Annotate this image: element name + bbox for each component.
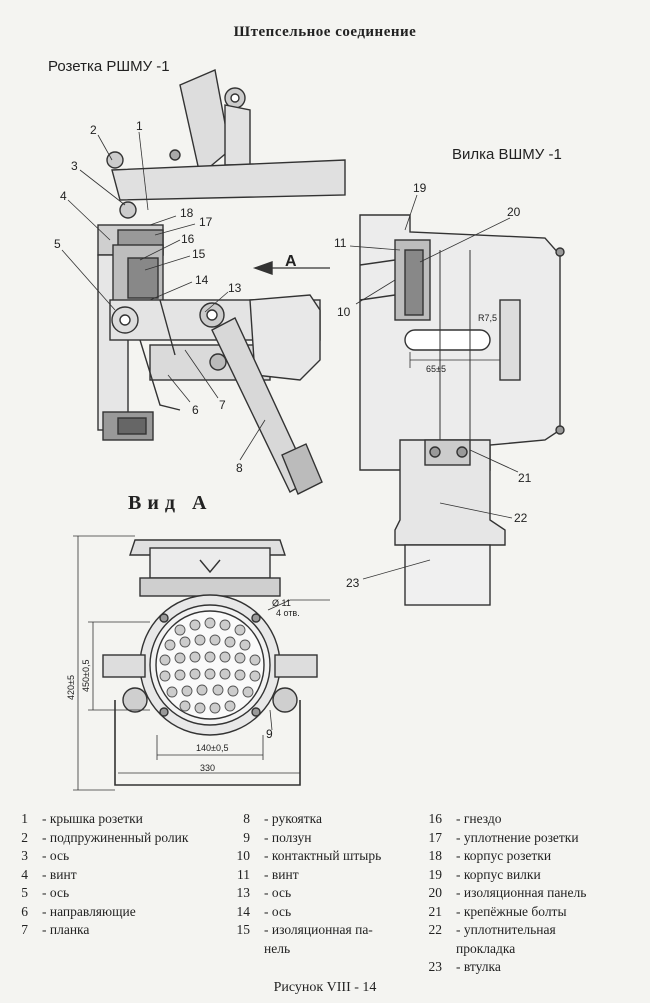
legend-item: 4- винт xyxy=(21,866,77,882)
legend-item: 22- уплотнительная прокладка xyxy=(428,922,556,956)
legend-item: 3- ось xyxy=(21,848,70,863)
figure-caption: Рисунок VIII - 14 xyxy=(273,980,377,995)
callout-19: 19 xyxy=(413,181,427,195)
callout-21: 21 xyxy=(518,471,532,485)
callout-18: 18 xyxy=(180,206,194,220)
legend-col-1: 1- крышка розетки 2- подпружиненный роли… xyxy=(0,810,188,940)
legend-item: 1- крышка розетки xyxy=(21,811,143,826)
legend-item: 15- изоляционная па- нель xyxy=(236,922,373,956)
plug-side-view xyxy=(359,214,565,606)
callout-20: 20 xyxy=(507,205,521,219)
callout-16: 16 xyxy=(181,232,195,246)
legend-item: 2- подпружиненный ролик xyxy=(21,829,189,845)
callout-23: 23 xyxy=(346,576,360,590)
legend-item: 18- корпус розетки xyxy=(428,848,552,863)
arrow-a-label: А xyxy=(285,253,297,270)
callout-6: 6 xyxy=(192,403,199,417)
callout-8: 8 xyxy=(236,461,243,475)
callout-9: 9 xyxy=(266,727,273,741)
legend-item: 17- уплотнение розетки xyxy=(428,829,579,845)
legend-item: 13- ось xyxy=(236,885,292,900)
dim-140: 140±0,5 xyxy=(196,743,228,753)
dim-holes-count: 4 отв. xyxy=(276,608,300,618)
legend-item: 11- винт xyxy=(237,866,299,882)
technical-drawing: 1 2 3 4 5 6 7 8 9 10 11 13 14 15 16 17 1… xyxy=(54,69,565,791)
legend-item: 14- ось xyxy=(236,903,292,919)
dim-65: 65±5 xyxy=(426,364,446,374)
view-a-front xyxy=(73,535,330,791)
legend-item: 10- контактный штырь xyxy=(236,848,382,863)
callout-22: 22 xyxy=(514,511,528,525)
callout-1: 1 xyxy=(136,119,143,133)
dim-r75: R7,5 xyxy=(478,313,497,323)
dim-420: 420±5 xyxy=(66,675,76,700)
callout-7: 7 xyxy=(219,398,226,412)
callout-15: 15 xyxy=(192,247,206,261)
callout-14: 14 xyxy=(195,273,209,287)
socket-label: Розетка РШМУ -1 xyxy=(48,58,170,75)
legend-item: 20- изоляционная панель xyxy=(428,885,587,900)
socket-side-view xyxy=(97,69,346,495)
dim-330: 330 xyxy=(200,763,215,773)
legend-item: 23- втулка xyxy=(428,959,501,974)
callout-2: 2 xyxy=(90,123,97,137)
legend-item: 16- гнездо xyxy=(428,811,502,826)
legend-item: 8- рукоятка xyxy=(243,811,323,826)
legend-item: 9- ползун xyxy=(243,829,312,845)
view-a-label: Вид А xyxy=(128,492,213,514)
legend-item: 6- направляющие xyxy=(21,903,136,919)
dim-hole: Ø 11 xyxy=(272,598,291,608)
callout-5: 5 xyxy=(54,237,61,251)
callout-10: 10 xyxy=(337,305,351,319)
callout-17: 17 xyxy=(199,215,213,229)
legend-item: 5- ось xyxy=(21,885,70,900)
legend-item: 7- планка xyxy=(21,922,90,937)
legend-item: 21- крепёжные болты xyxy=(428,903,567,919)
figure-title: Штепсельное соединение xyxy=(233,24,417,40)
dim-450: 450±0,5 xyxy=(81,660,91,692)
legend: 1- крышка розетки 2- подпружиненный роли… xyxy=(0,810,650,980)
callout-3: 3 xyxy=(71,159,78,173)
callout-13: 13 xyxy=(228,281,242,295)
plug-label: Вилка ВШМУ -1 xyxy=(452,146,562,163)
callout-4: 4 xyxy=(60,189,67,203)
callout-11: 11 xyxy=(334,236,347,250)
legend-col-2: 8- рукоятка 9- ползун 10- контактный шты… xyxy=(222,810,382,958)
legend-col-3: 16- гнездо 17- уплотнение розетки 18- ко… xyxy=(414,810,587,977)
legend-item: 19- корпус вилки xyxy=(428,866,541,882)
